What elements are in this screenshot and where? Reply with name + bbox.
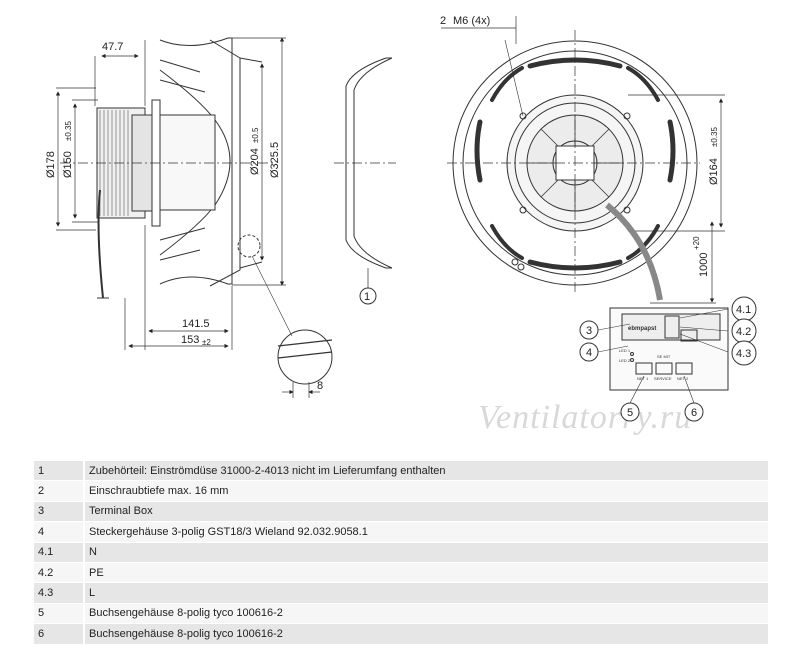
- callout-4-1: 4.1: [736, 304, 751, 316]
- dim-164-tol: ±0.35: [710, 126, 719, 147]
- dim-325-5: Ø325.5: [269, 142, 281, 178]
- dim-detail-8: 8: [317, 380, 323, 392]
- dim-141-5: 141.5: [182, 318, 210, 330]
- watermark-text: Ventilatorry.ru: [478, 399, 692, 436]
- box-label-net1: NET 1: [637, 376, 649, 381]
- legend-key: 4: [34, 521, 84, 543]
- legend-key: 1: [34, 461, 84, 482]
- dim-1000-tol: +20: [692, 236, 701, 250]
- callout-1: 1: [364, 291, 370, 303]
- dim-153-tol: ±2: [202, 338, 211, 347]
- legend-key: 2: [34, 480, 84, 502]
- legend-text: Terminal Box: [83, 501, 768, 523]
- box-label-se-mit: SE MIT: [657, 354, 671, 359]
- dim-164: Ø164: [708, 158, 720, 185]
- dim-150: Ø150: [62, 151, 74, 178]
- callout-4-2: 4.2: [736, 326, 751, 338]
- legend-key: 4.3: [34, 582, 84, 604]
- dim-204: Ø204: [249, 148, 261, 175]
- callout-6: 6: [691, 407, 697, 419]
- dim-204-tol: ±0.5: [251, 127, 260, 143]
- box-label-led1: LED 1: [619, 348, 631, 353]
- box-label-service: SERVICE: [654, 376, 672, 381]
- drawing-svg: Ventilatorry.ru: [45, 15, 757, 436]
- callout-2: 2: [440, 15, 446, 27]
- inlet-nozzle: [334, 57, 396, 305]
- callout-4: 4: [586, 347, 592, 359]
- legend-key: 3: [34, 501, 84, 523]
- legend-text: PE: [83, 562, 768, 584]
- technical-drawing: Ventilatorry.ru: [45, 15, 757, 436]
- callout-5: 5: [627, 407, 633, 419]
- side-view: [55, 37, 333, 398]
- callout-3: 3: [586, 325, 592, 337]
- box-label-led2: LED 2: [619, 358, 631, 363]
- dim-1000: 1000: [698, 253, 710, 277]
- dim-150-tol: ±0.35: [64, 120, 73, 141]
- front-view: [441, 16, 757, 422]
- legend-text: L: [83, 582, 768, 604]
- legend-text: Steckergehäuse 3-polig GST18/3 Wieland 9…: [83, 521, 768, 543]
- legend-text: Einschraubtiefe max. 16 mm: [83, 480, 768, 502]
- legend-key: 4.1: [34, 542, 84, 563]
- legend-key: 5: [34, 603, 84, 625]
- legend-text: Buchsengehäuse 8-polig tyco 100616-2: [83, 603, 768, 625]
- legend-text: Zubehörteil: Einströmdüse 31000-2-4013 n…: [83, 461, 768, 482]
- m6-label: M6 (4x): [453, 15, 490, 27]
- dim-178: Ø178: [45, 151, 57, 178]
- callout-4-3: 4.3: [736, 348, 751, 360]
- box-label-net2: NET 2: [677, 376, 689, 381]
- dim-153: 153: [181, 334, 199, 346]
- brand-label: ebmpapst: [628, 326, 656, 332]
- dim-47-7: 47.7: [102, 41, 123, 53]
- legend-key: 4.2: [34, 562, 84, 584]
- legend-text: N: [83, 542, 768, 563]
